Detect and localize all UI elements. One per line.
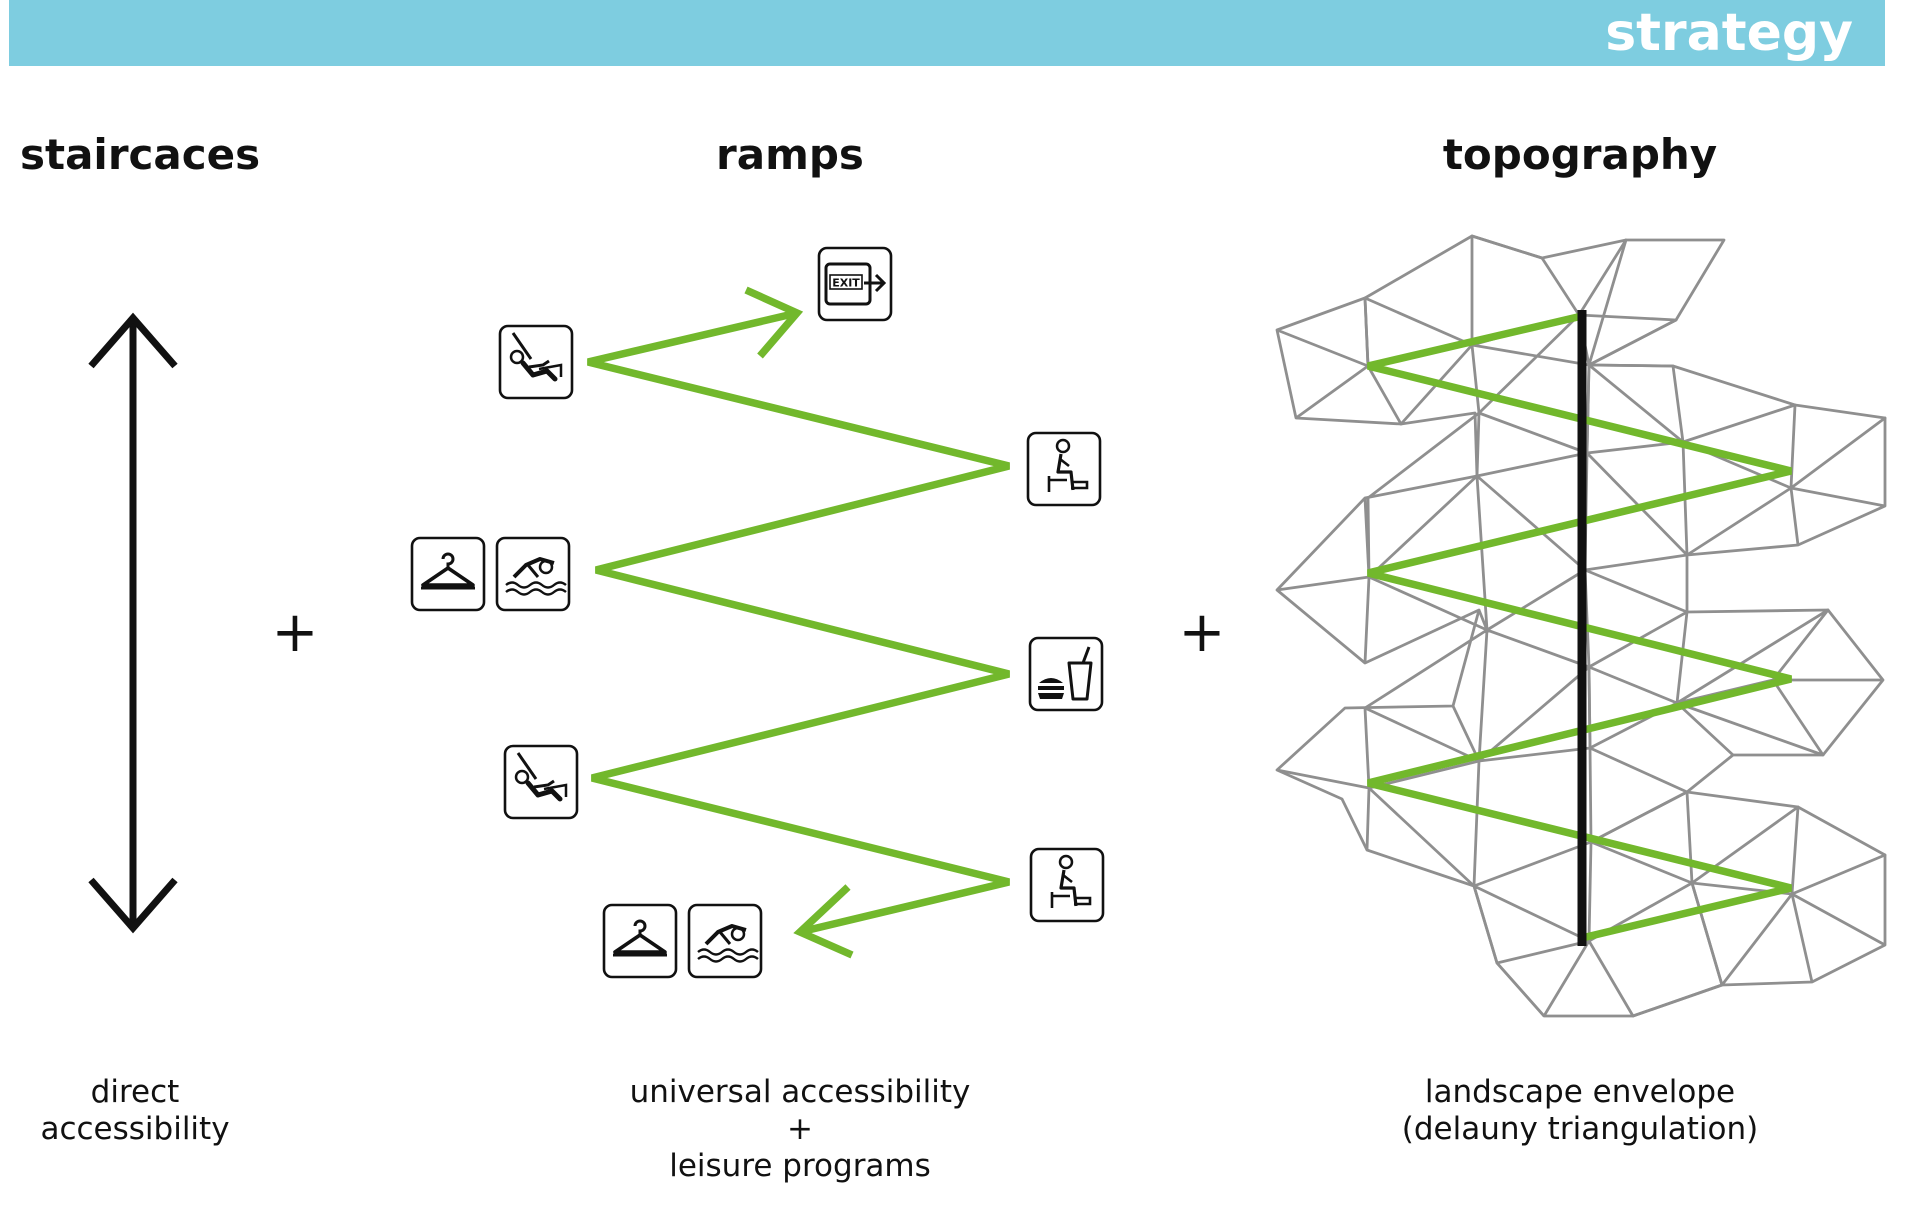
seated-person-icon bbox=[1026, 431, 1102, 507]
seated-person-icon bbox=[1029, 847, 1105, 923]
caption-line: accessibility bbox=[40, 1111, 230, 1147]
caption-line: leisure programs bbox=[669, 1148, 931, 1184]
swimmer-icon bbox=[687, 903, 763, 979]
plus-operator-2: + bbox=[1178, 600, 1226, 665]
caption-line: (delauny triangulation) bbox=[1401, 1111, 1759, 1147]
caption-line: landscape envelope bbox=[1424, 1074, 1736, 1110]
coat-hanger-icon bbox=[410, 536, 486, 612]
swing-icon bbox=[505, 746, 577, 818]
topography-title: topography bbox=[1442, 130, 1718, 179]
header-banner: strategy bbox=[9, 0, 1885, 66]
staircases-title: staircaces bbox=[20, 130, 261, 179]
exit-sign-icon: EXIT bbox=[817, 246, 893, 322]
coat-hanger-icon bbox=[602, 903, 678, 979]
food-drink-icon bbox=[1028, 636, 1104, 712]
banner-title: strategy bbox=[1605, 3, 1853, 63]
swing-icon bbox=[500, 326, 572, 398]
staircase-arrow bbox=[88, 312, 178, 934]
ramps-title: ramps bbox=[716, 130, 864, 179]
staircases-caption: direct accessibility bbox=[20, 1074, 250, 1148]
caption-line: + bbox=[787, 1111, 813, 1147]
topography-caption: landscape envelope (delauny triangulatio… bbox=[1370, 1074, 1790, 1148]
plus-operator-1: + bbox=[271, 600, 319, 665]
caption-line: direct bbox=[90, 1074, 180, 1110]
ramp-zigzag bbox=[587, 286, 1010, 959]
ramps-caption: universal accessibility + leisure progra… bbox=[590, 1074, 1010, 1185]
caption-line: universal accessibility bbox=[629, 1074, 971, 1110]
exit-sign-text: EXIT bbox=[832, 277, 860, 290]
swimmer-icon bbox=[495, 536, 571, 612]
